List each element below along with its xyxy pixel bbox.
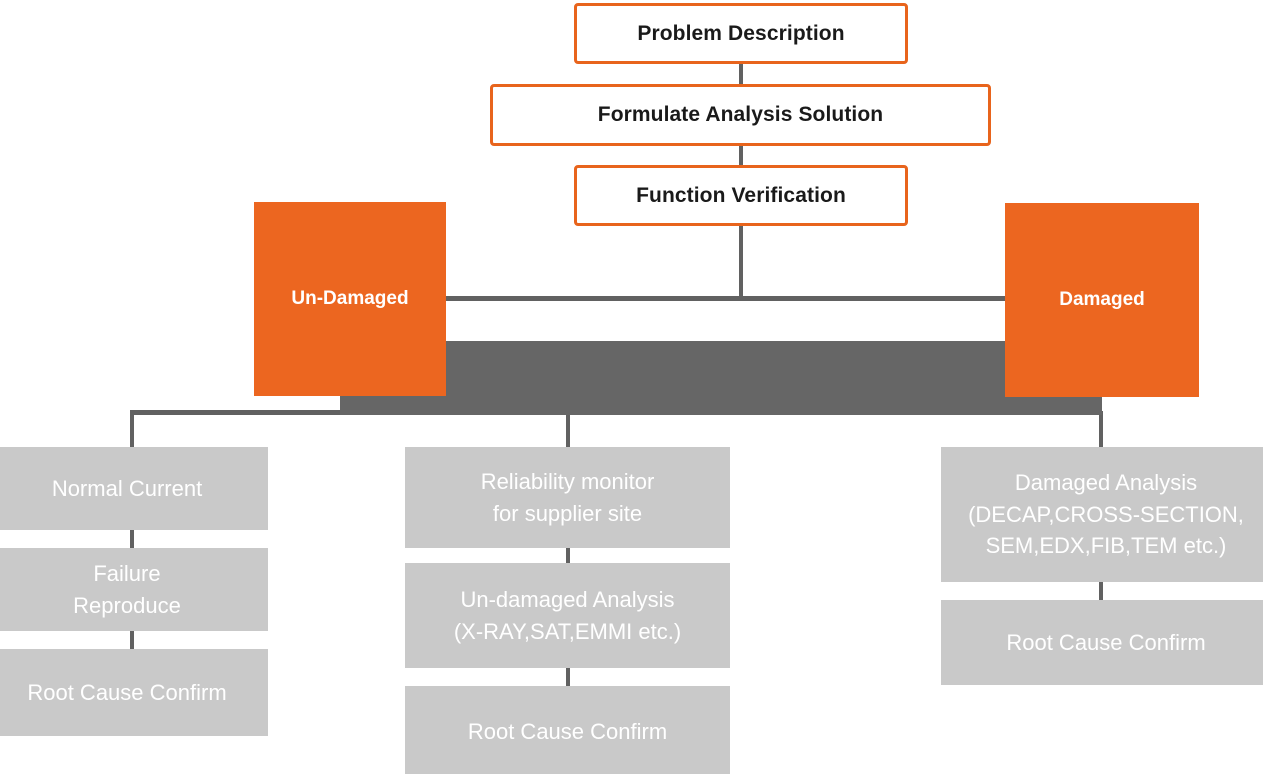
action-box-label-line1: Reliability monitor: [480, 468, 655, 494]
action-box-label-line2: Reproduce: [73, 592, 181, 618]
action-box-label-line2: (X-RAY,SAT,EMMI etc.): [453, 618, 682, 644]
action-box-label-line3: SEM,EDX,FIB,TEM etc.): [985, 533, 1227, 559]
process-box-label: Problem Description: [637, 21, 845, 45]
distribution-slab-lower: [340, 396, 1102, 415]
action-box-right-root-cause-confirm[interactable]: Root Cause Confirm: [941, 600, 1263, 685]
branch-box-label: Damaged: [1059, 289, 1145, 310]
action-box-middle-root-cause-confirm[interactable]: Root Cause Confirm: [405, 686, 730, 774]
process-box-formulate-analysis-solution[interactable]: Formulate Analysis Solution: [490, 84, 991, 146]
action-box-label: Root Cause Confirm: [1006, 629, 1206, 655]
branch-box-damaged[interactable]: Damaged: [1005, 203, 1199, 397]
action-box-label: Normal Current: [51, 475, 203, 501]
connector-left-2-to-3: [130, 631, 134, 649]
branch-box-label: Un-Damaged: [291, 288, 409, 309]
action-box-label: Un-damaged Analysis (X-RAY,SAT,EMMI etc.…: [454, 584, 681, 648]
connector-formulate-to-function: [739, 146, 743, 167]
connector-left-1-to-2: [130, 530, 134, 548]
process-box-function-verification[interactable]: Function Verification: [574, 165, 908, 226]
connector-right-1-to-2: [1099, 582, 1103, 600]
connector-middle-2-to-3: [566, 668, 570, 686]
branch-box-un-damaged[interactable]: Un-Damaged: [254, 202, 446, 396]
action-box-reliability-monitor[interactable]: Reliability monitor for supplier site: [405, 447, 730, 548]
action-box-un-damaged-analysis[interactable]: Un-damaged Analysis (X-RAY,SAT,EMMI etc.…: [405, 563, 730, 668]
connector-function-to-split: [739, 226, 743, 301]
action-box-failure-reproduce[interactable]: Failure Reproduce: [0, 548, 268, 631]
action-box-label: Reliability monitor for supplier site: [481, 466, 655, 530]
action-box-label-line1: Damaged Analysis: [1014, 469, 1198, 495]
action-box-label: Damaged Analysis (DECAP,CROSS-SECTION, S…: [968, 467, 1244, 563]
action-box-left-root-cause-confirm[interactable]: Root Cause Confirm: [0, 649, 268, 736]
connector-left-elbow-horizontal: [130, 410, 345, 415]
action-box-label-line2: (DECAP,CROSS-SECTION,: [968, 501, 1244, 527]
connector-right-drop: [1099, 411, 1103, 448]
connector-middle-drop: [566, 411, 570, 448]
action-box-label-line1: Un-damaged Analysis: [460, 586, 675, 612]
action-box-label: Failure Reproduce: [73, 558, 181, 622]
action-box-label: Root Cause Confirm: [467, 719, 668, 745]
action-box-label-line1: Failure: [93, 560, 161, 586]
action-box-normal-current[interactable]: Normal Current: [0, 447, 268, 530]
connector-left-drop: [130, 410, 134, 448]
action-box-label: Root Cause Confirm: [27, 679, 227, 705]
action-box-label-line2: for supplier site: [492, 500, 643, 526]
connector-problem-to-formulate: [739, 64, 743, 86]
connector-branch-split-horizontal: [420, 296, 1030, 301]
connector-middle-1-to-2: [566, 548, 570, 564]
process-box-problem-description[interactable]: Problem Description: [574, 3, 908, 64]
action-box-damaged-analysis[interactable]: Damaged Analysis (DECAP,CROSS-SECTION, S…: [941, 447, 1263, 582]
process-box-label: Function Verification: [636, 183, 846, 207]
process-box-label: Formulate Analysis Solution: [597, 103, 884, 126]
